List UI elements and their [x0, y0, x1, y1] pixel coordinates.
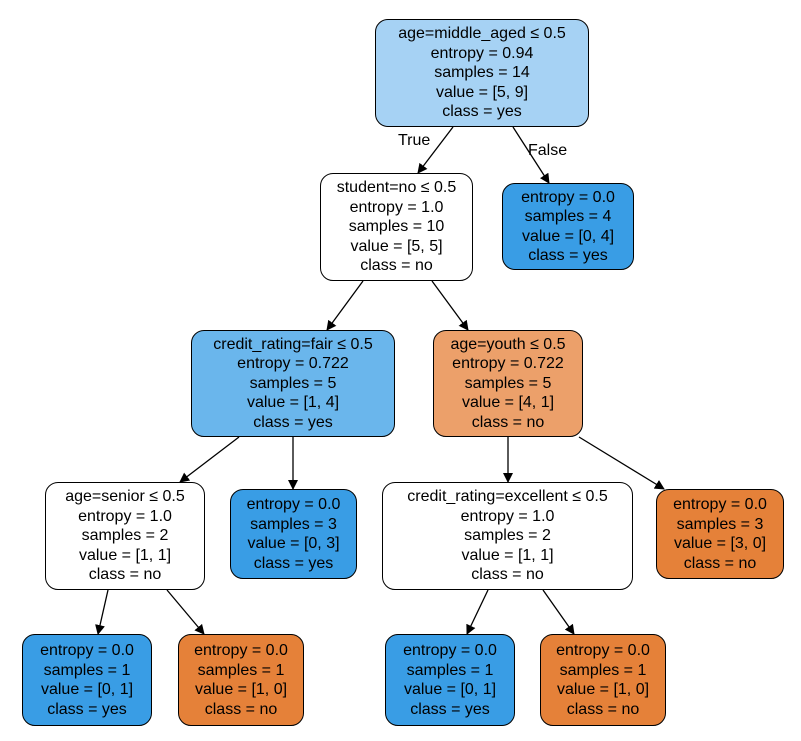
node-text-line: entropy = 0.0	[556, 642, 650, 659]
edge-n5-n10	[166, 589, 205, 635]
node-text-line: samples = 1	[406, 661, 494, 679]
node-text-line: class = yes	[253, 554, 334, 572]
node-text-line: value = [4, 1]	[461, 394, 555, 412]
tree-node-n12: entropy = 0.0 samples = 1 value = [1, 0] cl…	[540, 634, 666, 726]
node-text-line: student=no ≤ 0.5	[336, 179, 457, 197]
node-text-line: class = yes	[410, 700, 490, 718]
tree-node-n9: entropy = 0.0 samples = 1 value = [0, 1] cl…	[22, 634, 152, 726]
node-text-line: samples = 10	[348, 218, 445, 236]
edge-n5-n9	[95, 589, 109, 635]
node-text-line: entropy = 0.0	[40, 642, 134, 659]
node-text-line: entropy = 0.0	[403, 642, 497, 659]
edge-n1-n4	[431, 280, 469, 331]
node-text-line: age=middle_aged ≤ 0.5	[398, 25, 566, 43]
node-text-line: value = [3, 0]	[673, 535, 767, 552]
node-text-line: value = [5, 5]	[350, 237, 443, 255]
node-text-line: class = no	[88, 566, 162, 584]
node-text-line: class = no	[683, 554, 757, 572]
node-text-line: entropy = 1.0	[78, 507, 172, 525]
edge-n7-n12	[542, 589, 575, 635]
node-text-line: samples = 1	[197, 661, 285, 679]
edge-label-false: False	[528, 142, 568, 159]
node-text-line: class = no	[471, 566, 544, 584]
edge-n0-n1	[417, 126, 454, 174]
edge-n1-n3	[326, 280, 364, 331]
edge-n7-n11	[466, 589, 489, 635]
node-text-line: value = [0, 1]	[403, 681, 497, 698]
tree-node-n2: entropy = 0.0 samples = 4 value = [0, 4] cl…	[502, 183, 634, 270]
tree-node-n11: entropy = 0.0 samples = 1 value = [0, 1] cl…	[385, 634, 515, 726]
node-text-line: value = [5, 9]	[435, 83, 529, 101]
edge-label-true: True	[398, 132, 431, 149]
node-text-line: value = [0, 3]	[247, 535, 340, 552]
node-text-line: class = no	[566, 700, 640, 718]
node-text-line: class = yes	[442, 103, 522, 121]
node-text-line: value = [1, 4]	[246, 394, 340, 412]
node-text-line: samples = 3	[676, 515, 764, 533]
node-text-line: entropy = 0.0	[194, 642, 288, 659]
node-text-line: value = [1, 1]	[78, 546, 172, 564]
node-text-line: value = [1, 1]	[461, 546, 554, 564]
node-text-line: entropy = 0.722	[452, 355, 564, 373]
node-text-line: class = yes	[253, 413, 333, 431]
node-text-line: entropy = 1.0	[460, 507, 555, 525]
edge-n3-n5	[179, 436, 240, 483]
node-text-line: value = [0, 1]	[40, 681, 134, 698]
node-text-line: samples = 1	[559, 661, 647, 679]
node-text-line: entropy = 0.94	[430, 44, 534, 62]
node-text-line: credit_rating=fair ≤ 0.5	[213, 335, 373, 353]
tree-node-n10: entropy = 0.0 samples = 1 value = [1, 0] cl…	[178, 634, 304, 726]
node-text-line: samples = 14	[434, 64, 530, 82]
node-text-line: credit_rating=excellent ≤ 0.5	[407, 488, 608, 506]
node-text-line: entropy = 0.0	[673, 496, 767, 513]
tree-node-n8: entropy = 0.0 samples = 3 value = [3, 0] cl…	[656, 489, 784, 579]
node-text-line: class = no	[204, 700, 278, 718]
node-text-line: class = no	[360, 257, 433, 275]
node-text-line: age=youth ≤ 0.5	[450, 335, 566, 353]
edge-n0-n2	[512, 126, 550, 184]
tree-node-n6: entropy = 0.0 samples = 3 value = [0, 3] cl…	[230, 489, 357, 579]
node-text-line: entropy = 0.0	[521, 188, 615, 206]
node-text-line: entropy = 1.0	[349, 198, 444, 216]
node-text-line: samples = 1	[43, 661, 131, 679]
node-text-line: value = [1, 0]	[194, 681, 288, 698]
node-text-line: entropy = 0.0	[246, 496, 341, 513]
node-text-line: entropy = 0.722	[237, 355, 349, 373]
node-text-line: samples = 2	[464, 527, 551, 545]
node-text-line: age=senior ≤ 0.5	[65, 488, 185, 506]
node-text-line: class = yes	[47, 700, 127, 718]
node-text-line: samples = 3	[250, 515, 337, 533]
node-text-line: class = no	[471, 413, 545, 431]
node-text-line: samples = 2	[81, 527, 169, 545]
node-text-line: samples = 4	[524, 208, 612, 225]
node-text-line: value = [0, 4]	[521, 227, 615, 245]
node-text-line: class = yes	[528, 247, 608, 264]
node-text-line: samples = 5	[249, 374, 337, 392]
node-text-line: value = [1, 0]	[556, 681, 650, 698]
node-text-line: samples = 5	[464, 374, 552, 392]
edge-n4-n8	[578, 436, 665, 490]
